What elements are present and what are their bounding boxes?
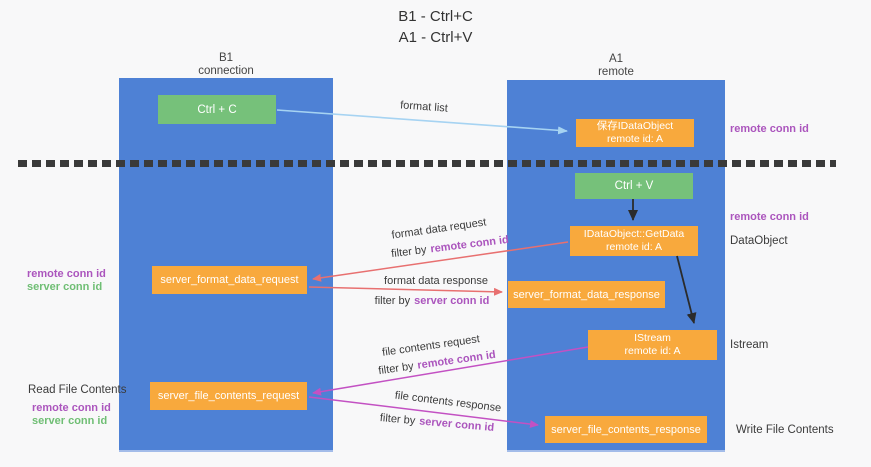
right-column-subtitle: remote [598,65,634,78]
file-contents-response-label: file contents response [394,390,555,415]
istream-box: IStream remote id: A [588,330,717,360]
server-file-contents-request-label: server_file_contents_request [157,390,300,402]
remote-conn-id-label-mid: remote conn id [730,211,809,223]
server-file-contents-request-box: server_file_contents_request [150,382,307,410]
left-remote-conn-id-label-2: remote conn id [32,402,111,414]
machine-boundary-dashed-line [18,160,836,167]
filter-by-remote-conn-id-label-1: filter by remote conn id [391,234,568,260]
ctrl-c-box: Ctrl + C [158,95,276,124]
left-server-conn-id-label-1: server conn id [27,281,103,293]
server-format-data-request-label: server_format_data_request [160,274,299,286]
getdata-line2: remote id: A [605,241,663,253]
write-file-contents-label: Write File Contents [736,424,834,436]
format-data-response-label: format data response [384,275,540,293]
format-list-text: format list [399,99,449,115]
title-line-2: A1 - Ctrl+V [398,29,473,46]
server-format-data-response-label: server_format_data_response [513,288,660,301]
read-file-contents-label: Read File Contents [28,384,127,396]
istream-line2: remote id: A [624,345,681,357]
filter-by-server-conn-id-label-2: filter by server conn id [379,412,552,435]
save-idataobject-line2: remote id: A [606,133,664,145]
title-line-1: B1 - Ctrl+C [398,8,473,25]
ctrl-c-label: Ctrl + C [197,103,237,116]
filter-by-remote-conn-id-label-2: filter by remote conn id [378,349,555,377]
left-column-title: B1 [218,52,234,64]
istream-side-label: Istream [730,339,769,351]
filter-by-text: filter by [374,295,411,307]
filter-by-text: filter by [390,243,428,261]
istream-line1: IStream [634,332,671,344]
save-idataobject-box: 保存IDataObject remote id: A [576,119,694,147]
left-column-header: B1 connection [119,52,333,77]
filter-by-text: filter by [377,360,415,378]
dataobject-label: DataObject [730,235,788,247]
remote-conn-id-label-top: remote conn id [730,123,809,135]
ctrl-v-label: Ctrl + V [614,180,654,192]
format-list-label: format list [400,99,472,119]
left-remote-conn-id-label-1: remote conn id [27,268,106,280]
server-file-contents-response-box: server_file_contents_response [545,416,707,443]
diagram-title: B1 - Ctrl+C A1 - Ctrl+V [0,6,871,48]
left-column-subtitle: connection [198,64,254,77]
server-conn-id-highlight: server conn id [414,295,490,307]
server-file-contents-response-label: server_file_contents_response [551,423,701,436]
save-idataobject-line1: 保存IDataObject [596,120,674,132]
filter-by-server-conn-id-label-1: filter by server conn id [375,295,547,313]
server-format-data-request-box: server_format_data_request [152,266,307,294]
server-conn-id-highlight: server conn id [418,415,495,434]
idataobject-getdata-box: IDataObject::GetData remote id: A [570,226,698,256]
filter-by-text: filter by [379,412,416,428]
format-data-response-text: format data response [384,275,488,287]
getdata-line1: IDataObject::GetData [583,228,685,240]
ctrl-v-box: Ctrl + V [575,173,693,199]
file-contents-response-text: file contents response [394,389,502,415]
server-format-data-response-box: server_format_data_response [508,281,665,308]
right-column-title: A1 [608,53,624,65]
left-server-conn-id-label-2: server conn id [32,415,108,427]
right-column-header: A1 remote [507,53,725,78]
